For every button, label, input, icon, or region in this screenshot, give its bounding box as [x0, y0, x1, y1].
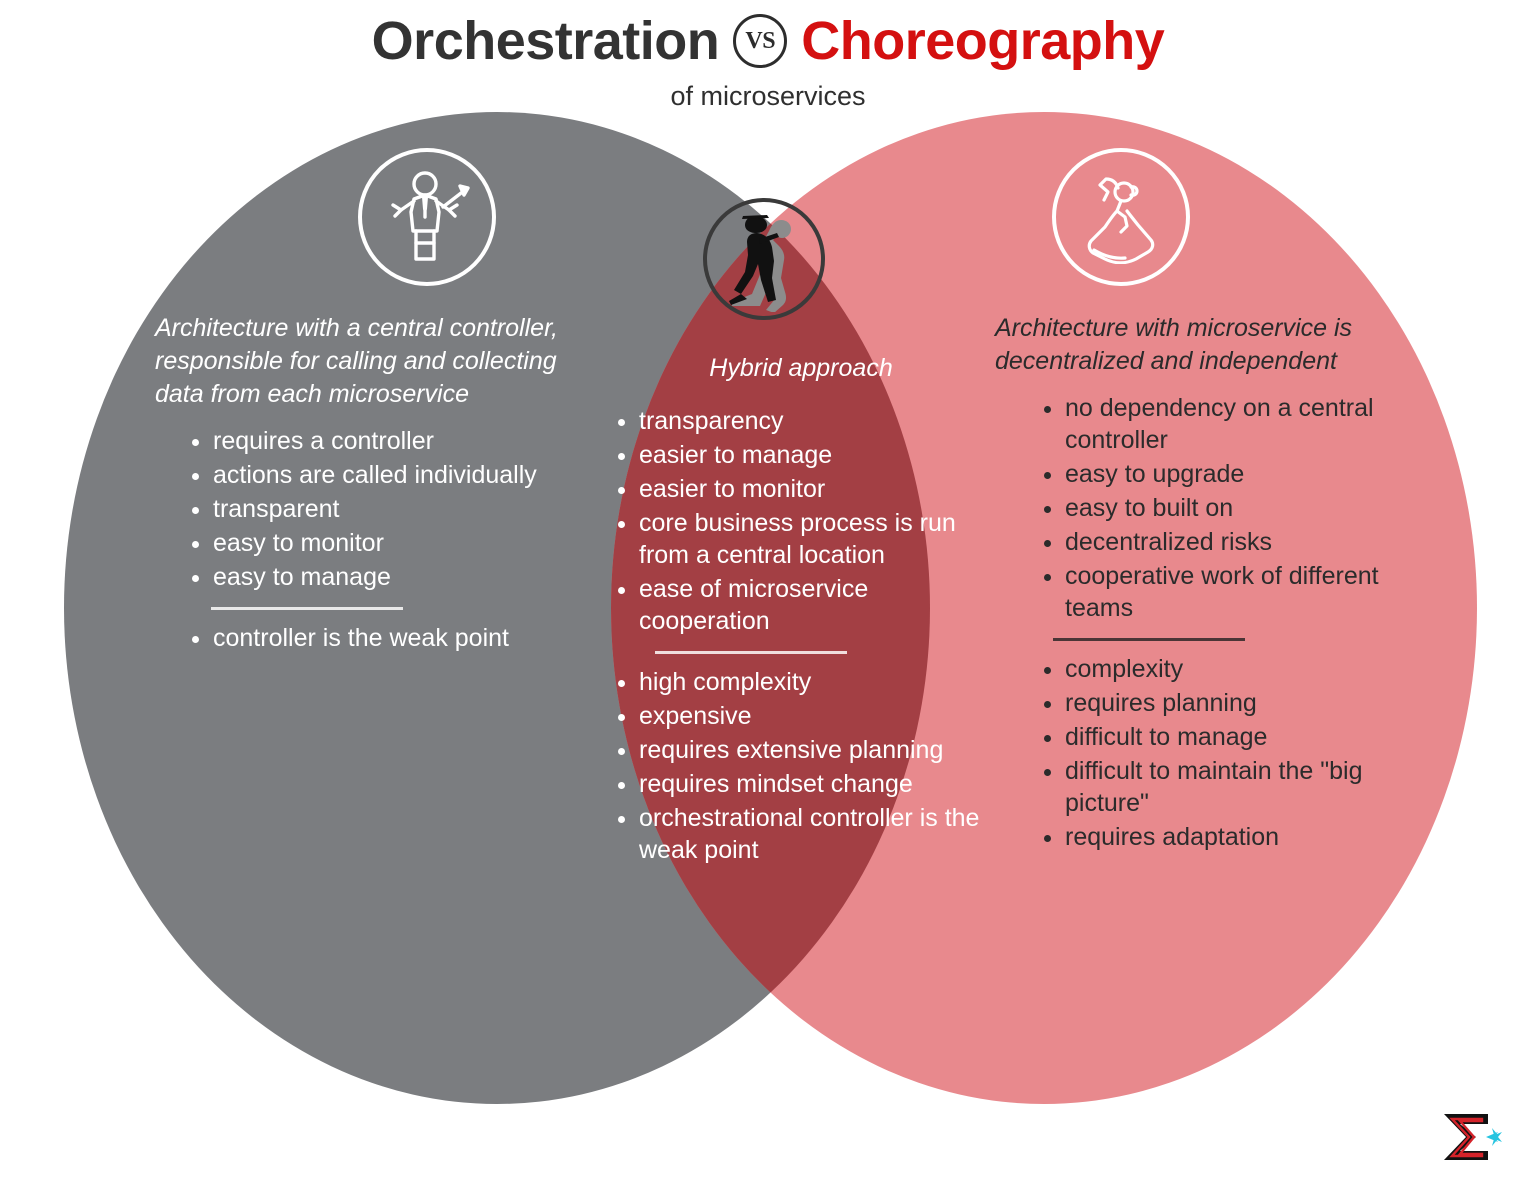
list-item: difficult to manage	[1035, 721, 1420, 753]
right-divider	[1053, 638, 1245, 641]
dancing-couple-icon	[703, 198, 825, 320]
vs-label: VS	[745, 27, 776, 54]
right-cons-list: complexity requires planning difficult t…	[1035, 653, 1420, 853]
overlap-region-hybrid	[611, 112, 930, 1104]
page-title: Orchestration VS Choreography	[0, 14, 1536, 68]
list-item: transparent	[183, 493, 565, 525]
center-divider	[655, 651, 847, 654]
sigma-glyph	[1444, 1114, 1488, 1160]
list-item: easy to monitor	[183, 527, 565, 559]
sigma-logo	[1436, 1110, 1506, 1164]
center-lede: Hybrid approach	[709, 354, 893, 382]
list-item: transparency	[609, 405, 997, 437]
left-pros-list: requires a controller actions are called…	[183, 425, 565, 593]
center-cons-list: high complexity expensive requires exten…	[609, 666, 997, 866]
left-lede: Architecture with a central controller, …	[155, 314, 558, 408]
list-item: requires adaptation	[1035, 821, 1420, 853]
list-item: easy to manage	[183, 561, 565, 593]
vs-badge: VS	[733, 14, 788, 68]
dancer-skirt-icon	[1052, 148, 1190, 286]
left-panel-orchestration: Architecture with a central controller, …	[155, 312, 565, 656]
right-panel-choreography: Architecture with microservice is decent…	[995, 312, 1420, 855]
list-item: requires extensive planning	[609, 734, 997, 766]
list-item: requires mindset change	[609, 768, 997, 800]
left-divider	[211, 607, 403, 610]
center-pros-list: transparency easier to manage easier to …	[609, 405, 997, 637]
list-item: easier to monitor	[609, 473, 997, 505]
list-item: easy to upgrade	[1035, 458, 1420, 490]
list-item: controller is the weak point	[183, 622, 565, 654]
center-panel-hybrid: Hybrid approach transparency easier to m…	[605, 352, 997, 868]
list-item: orchestrational controller is the weak p…	[609, 802, 997, 866]
left-cons-list: controller is the weak point	[183, 622, 565, 654]
list-item: easier to manage	[609, 439, 997, 471]
list-item: high complexity	[609, 666, 997, 698]
list-item: easy to built on	[1035, 492, 1420, 524]
list-item: core business process is run from a cent…	[609, 507, 997, 571]
list-item: requires a controller	[183, 425, 565, 457]
list-item: requires planning	[1035, 687, 1420, 719]
list-item: decentralized risks	[1035, 526, 1420, 558]
title-choreography: Choreography	[801, 11, 1165, 71]
list-item: actions are called individually	[183, 459, 565, 491]
right-lede: Architecture with microservice is decent…	[995, 314, 1353, 375]
right-pros-list: no dependency on a central controller ea…	[1035, 392, 1420, 624]
list-item: complexity	[1035, 653, 1420, 685]
title-orchestration: Orchestration	[371, 11, 720, 71]
list-item: ease of microservice cooperation	[609, 573, 997, 637]
list-item: expensive	[609, 700, 997, 732]
list-item: no dependency on a central controller	[1035, 392, 1420, 456]
list-item: cooperative work of different teams	[1035, 560, 1420, 624]
page-subtitle: of microservices	[670, 81, 866, 111]
list-item: difficult to maintain the "big picture"	[1035, 755, 1420, 819]
conductor-icon	[358, 148, 496, 286]
